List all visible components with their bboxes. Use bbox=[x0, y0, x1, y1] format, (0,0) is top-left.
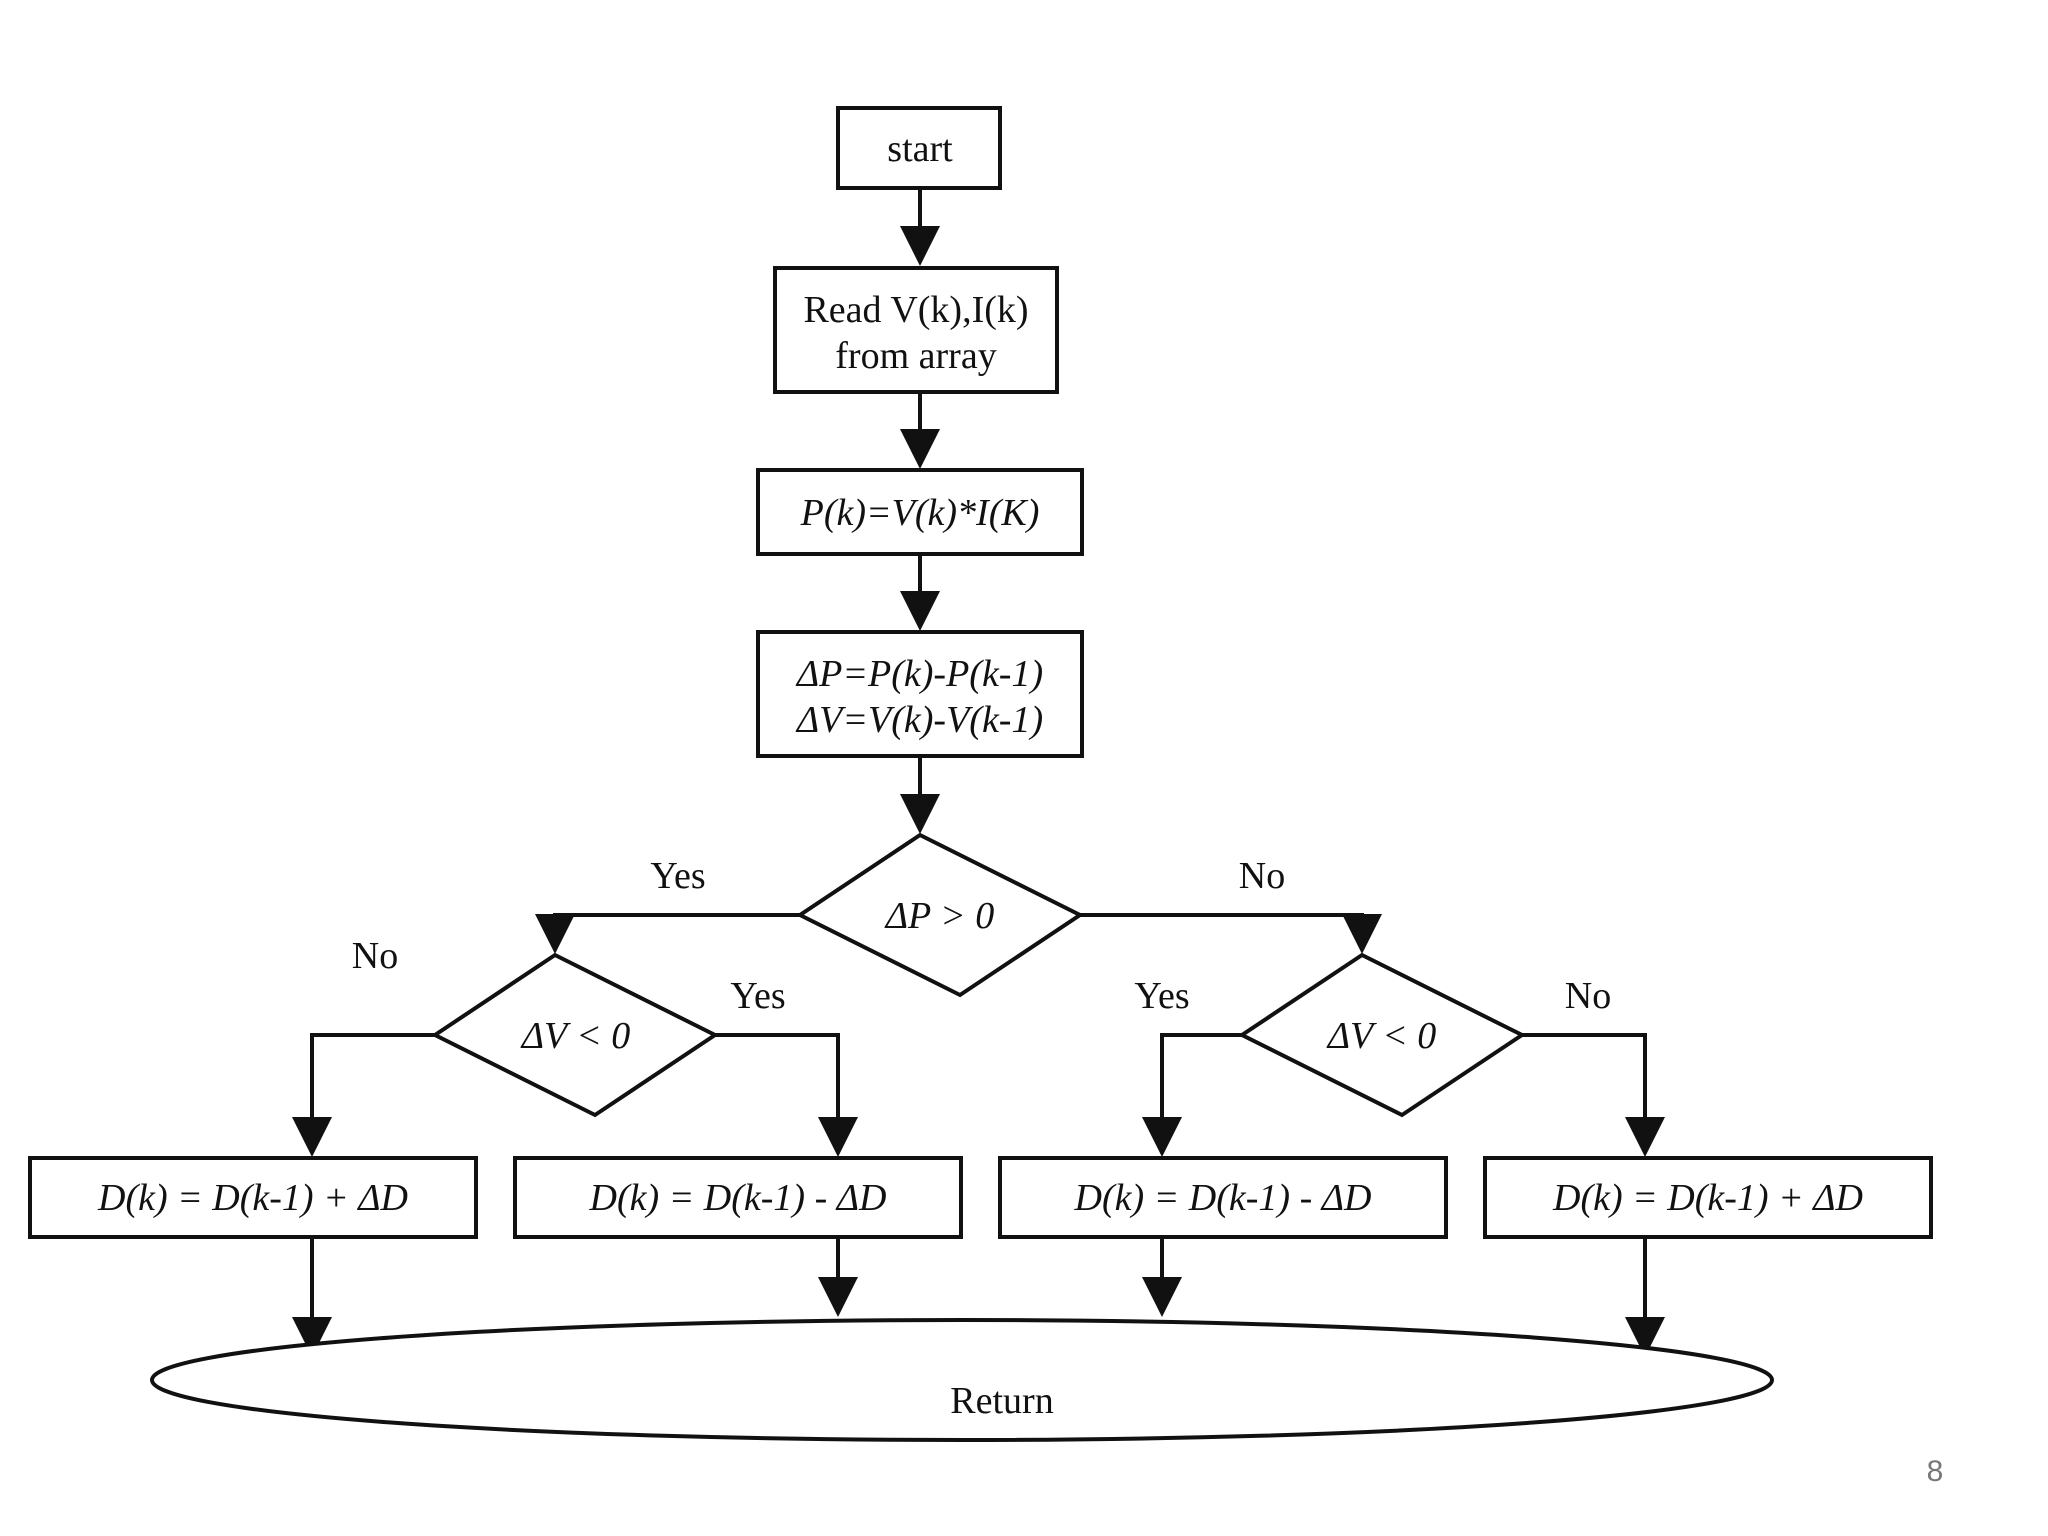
node-delta: ΔP=P(k)-P(k-1) ΔV=V(k)-V(k-1) bbox=[756, 630, 1084, 758]
node-d3: D(k) = D(k-1) - ΔD bbox=[998, 1156, 1448, 1239]
edge-dv-left-to-d2 bbox=[715, 1033, 858, 1157]
svg-text:D(k) = D(k-1) - ΔD: D(k) = D(k-1) - ΔD bbox=[589, 1177, 887, 1219]
svg-text:Return: Return bbox=[950, 1380, 1053, 1422]
edge-label-dv-right-no: No bbox=[1565, 975, 1611, 1017]
edge-dv-right-to-d3 bbox=[1142, 1033, 1242, 1157]
node-dp-decision: ΔP > 0 bbox=[796, 832, 1084, 998]
svg-text:ΔV < 0: ΔV < 0 bbox=[520, 1015, 630, 1057]
edge-label-dv-right-yes: Yes bbox=[1134, 975, 1189, 1017]
edge-label-dv-left-yes: Yes bbox=[730, 975, 785, 1017]
node-dv-right-decision: ΔV < 0 bbox=[1238, 952, 1526, 1118]
page-number: 8 bbox=[1926, 1455, 1944, 1488]
svg-text:ΔV < 0: ΔV < 0 bbox=[1326, 1015, 1436, 1057]
edge-labels: Yes No No Yes Yes No bbox=[352, 855, 1611, 1017]
node-d1: D(k) = D(k-1) + ΔD bbox=[28, 1156, 478, 1239]
svg-text:ΔP > 0: ΔP > 0 bbox=[884, 895, 994, 937]
edge-dp-to-dv-left bbox=[535, 913, 800, 954]
edge-label-dp-no: No bbox=[1239, 855, 1285, 897]
svg-text:D(k) = D(k-1) + ΔD: D(k) = D(k-1) + ΔD bbox=[1552, 1177, 1863, 1219]
node-start: start bbox=[836, 106, 1002, 190]
edges bbox=[292, 188, 1665, 1357]
node-dv-left-decision: ΔV < 0 bbox=[431, 952, 719, 1118]
edge-dv-left-to-d1 bbox=[292, 1033, 435, 1157]
nodes: start Read V(k),I(k) from array P(k)=V(k… bbox=[28, 106, 1933, 1442]
svg-text:start: start bbox=[887, 128, 953, 170]
node-d2: D(k) = D(k-1) - ΔD bbox=[513, 1156, 963, 1239]
node-read: Read V(k),I(k) from array bbox=[773, 266, 1059, 394]
edge-dp-to-dv-right bbox=[1080, 913, 1382, 954]
svg-text:from array: from array bbox=[835, 335, 996, 377]
edge-label-dp-yes: Yes bbox=[650, 855, 705, 897]
edge-label-dv-left-no: No bbox=[352, 935, 398, 977]
node-power: P(k)=V(k)*I(K) bbox=[756, 468, 1084, 556]
svg-text:ΔV=V(k)-V(k-1): ΔV=V(k)-V(k-1) bbox=[795, 699, 1043, 741]
svg-text:ΔP=P(k)-P(k-1): ΔP=P(k)-P(k-1) bbox=[795, 653, 1043, 695]
svg-text:D(k) = D(k-1) - ΔD: D(k) = D(k-1) - ΔD bbox=[1074, 1177, 1372, 1219]
edge-dv-right-to-d4 bbox=[1522, 1033, 1665, 1157]
svg-text:Read V(k),I(k): Read V(k),I(k) bbox=[803, 289, 1028, 331]
node-return: Return bbox=[150, 1318, 1774, 1442]
svg-text:D(k) = D(k-1) + ΔD: D(k) = D(k-1) + ΔD bbox=[97, 1177, 408, 1219]
svg-text:P(k)=V(k)*I(K): P(k)=V(k)*I(K) bbox=[800, 492, 1040, 534]
node-d4: D(k) = D(k-1) + ΔD bbox=[1483, 1156, 1933, 1239]
